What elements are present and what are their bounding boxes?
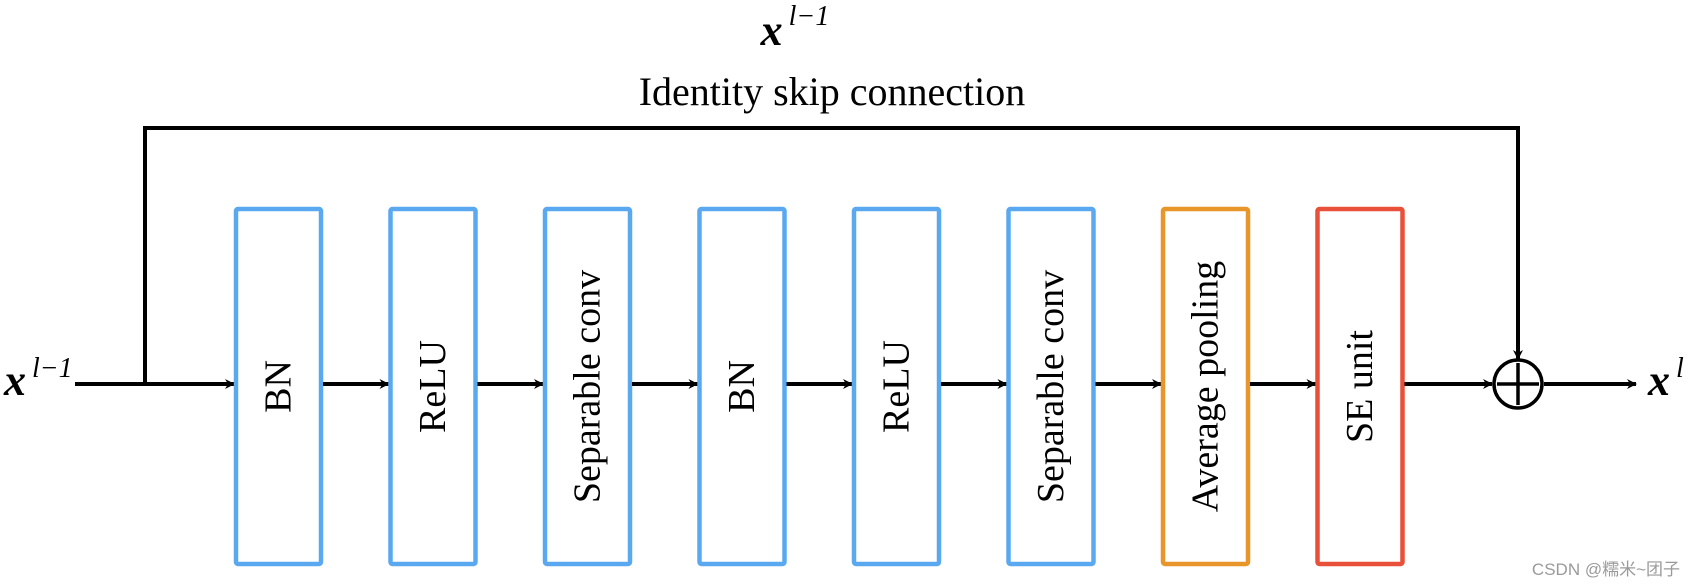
block-1-box (233, 206, 324, 567)
block-6-box (1006, 206, 1096, 567)
block-6-label: Separable conv (1030, 270, 1072, 503)
block-8-label: SE unit (1339, 330, 1381, 443)
block-2-box (388, 206, 478, 567)
block-8-box (1315, 206, 1405, 567)
block-4-box (697, 206, 787, 567)
block-7-label: Average pooling (1185, 261, 1227, 513)
skip-connection-line (143, 126, 1523, 385)
block-7-box (1160, 206, 1251, 567)
block-5-box (851, 206, 942, 567)
block-5-label: ReLU (876, 340, 918, 433)
block-3-label: Separable conv (567, 270, 609, 503)
add-circle-icon (1492, 358, 1544, 410)
skip-connection-label: Identity skip connection (639, 69, 1026, 114)
block-4-label: BN (721, 360, 763, 413)
block-chain: BN ReLU Separable conv BN ReLU Separable conv… (75, 206, 1637, 567)
block-1-label: BN (258, 360, 300, 413)
block-3-box (542, 206, 633, 567)
block-2-label: ReLU (412, 340, 454, 433)
watermark: CSDN @糯米~团子 (1532, 560, 1680, 579)
